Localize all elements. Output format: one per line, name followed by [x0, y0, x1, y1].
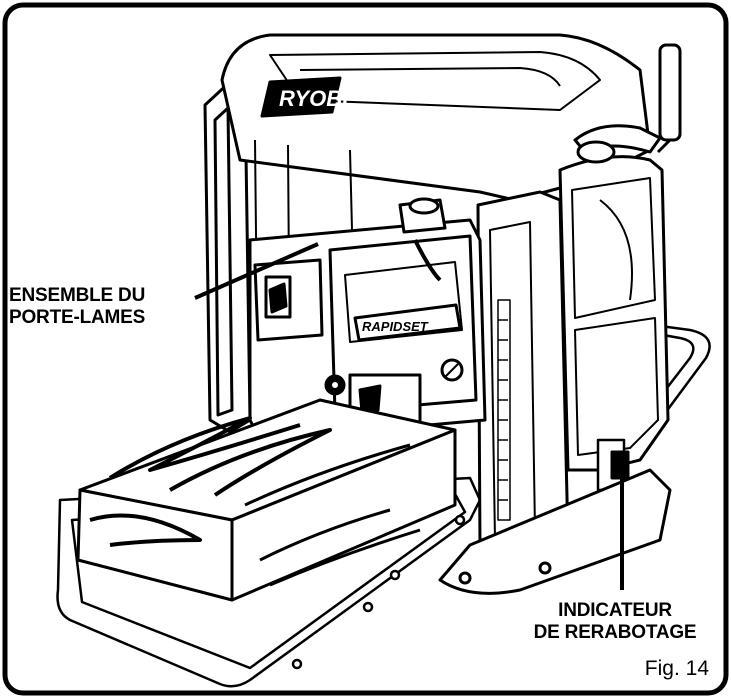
wood-board [76, 398, 457, 602]
figure-caption: Fig. 14 [644, 657, 709, 680]
carriage-label-line2: PORTE-LAMES [9, 307, 146, 328]
carriage-label-line1: ENSEMBLE DU [9, 285, 146, 306]
indicator-label-line2: DE RERABOTAGE [533, 622, 697, 643]
carriage-leader [194, 242, 319, 300]
depth-scale [497, 299, 511, 521]
svg-text:RAPIDSET: RAPIDSET [362, 319, 429, 334]
ryobi-logo: RYOBI [279, 86, 349, 111]
replaning-indicator-label: INDICATEUR DE RERABOTAGE [515, 600, 715, 644]
carriage-assembly-label: ENSEMBLE DU PORTE-LAMES [9, 285, 145, 329]
planer-body: RYOBI [203, 33, 682, 595]
rapidset-badge: RAPIDSET [353, 303, 462, 342]
indicator-label-line1: INDICATEUR [558, 600, 672, 621]
